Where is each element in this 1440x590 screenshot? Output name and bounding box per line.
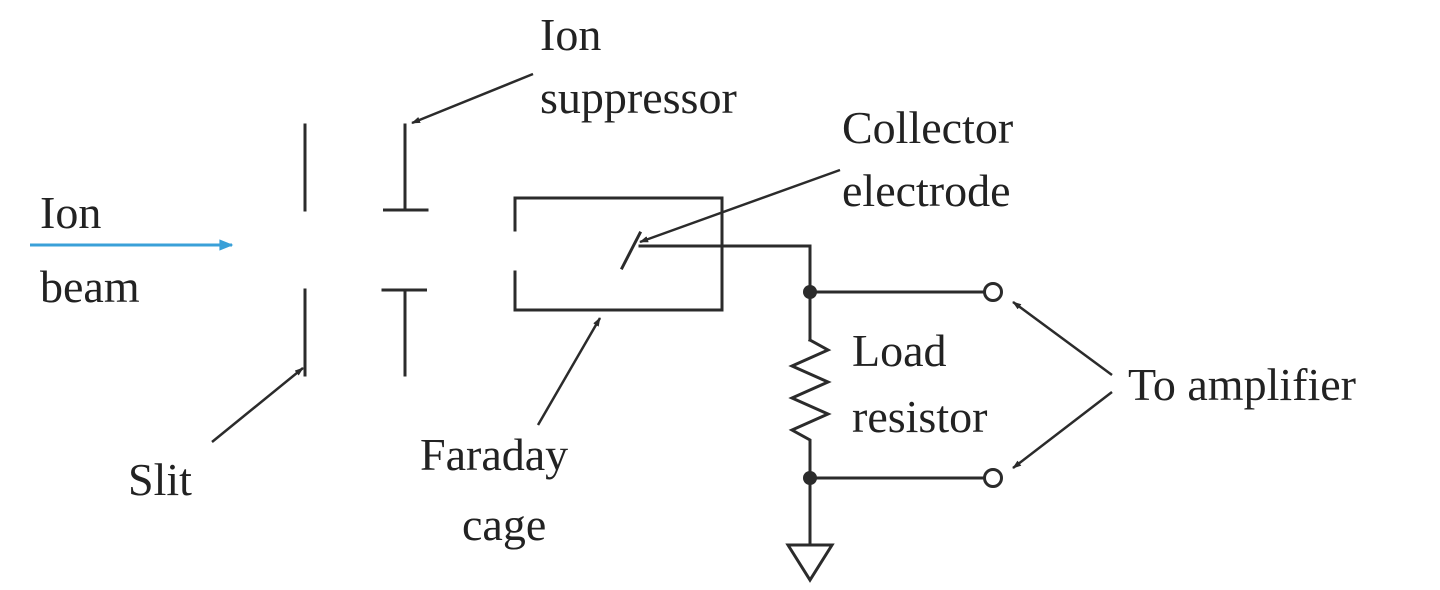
faraday-cage-label-line1: Faraday bbox=[420, 429, 568, 480]
slit-pointer-arrow bbox=[211, 367, 304, 443]
amplifier-upper-pointer-arrow bbox=[1012, 300, 1113, 377]
to-amplifier-label: To amplifier bbox=[1128, 359, 1356, 410]
lower-output-terminal bbox=[983, 468, 1003, 488]
ground bbox=[785, 476, 835, 583]
upper-junction-dot bbox=[803, 285, 817, 299]
ion-suppressor: Ion suppressor bbox=[381, 9, 737, 377]
faraday-cage: Faraday cage bbox=[420, 196, 724, 550]
circuit bbox=[638, 244, 1003, 488]
suppressor-lower-electrode bbox=[381, 288, 427, 377]
collector-lead-wire bbox=[638, 244, 812, 342]
collector-electrode-plate bbox=[619, 230, 643, 271]
ion-beam-label-line2: beam bbox=[40, 261, 140, 312]
slit-label: Slit bbox=[128, 454, 192, 505]
collector-electrode-pointer-arrow bbox=[639, 168, 841, 244]
amplifier-lower-pointer-arrow bbox=[1012, 391, 1113, 469]
upper-output-terminal bbox=[983, 282, 1003, 302]
ground-symbol bbox=[785, 543, 835, 583]
load-resistor-label-line2: resistor bbox=[852, 391, 987, 442]
ion-suppressor-pointer-arrow bbox=[411, 72, 534, 125]
collector-electrode: Collector electrode bbox=[619, 102, 1013, 271]
ion-suppressor-label-line2: suppressor bbox=[540, 72, 737, 123]
faraday-cage-pointer-arrow bbox=[536, 317, 602, 426]
faraday-cage-box-upper bbox=[513, 196, 724, 312]
to-amplifier: To amplifier bbox=[1012, 300, 1356, 469]
ion-beam: Ion beam bbox=[30, 187, 234, 312]
collector-electrode-label-line1: Collector bbox=[842, 102, 1013, 153]
slit: Slit bbox=[128, 123, 307, 505]
load-resistor-label-line1: Load bbox=[852, 325, 947, 376]
load-resistor: Load resistor bbox=[788, 325, 987, 480]
load-resistor-symbol bbox=[788, 337, 832, 480]
suppressor-upper-electrode bbox=[383, 123, 429, 212]
ion-beam-label-line1: Ion bbox=[40, 187, 101, 238]
faraday-cage-label-line2: cage bbox=[462, 499, 546, 550]
ion-suppressor-label-line1: Ion bbox=[540, 9, 601, 60]
collector-electrode-label-line2: electrode bbox=[842, 165, 1011, 216]
